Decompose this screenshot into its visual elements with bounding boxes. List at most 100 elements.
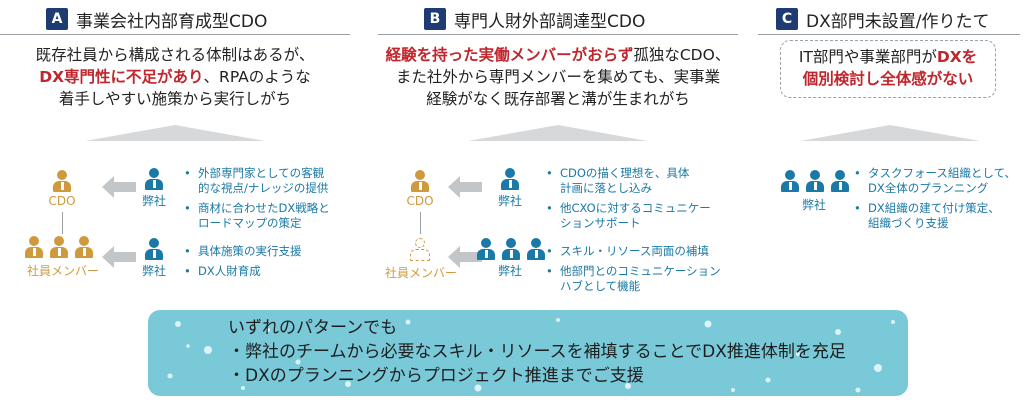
pattern-b-arrow-2	[448, 246, 482, 268]
pattern-c-header: C DX部門未設置/作りたて	[776, 6, 989, 32]
pattern-b-support2-label: 弊社	[497, 264, 522, 278]
pattern-a-badge: A	[46, 8, 68, 30]
pattern-c-description: IT部門や事業部門がDXを 個別検討し全体感がない	[780, 46, 996, 90]
pattern-b-arrow-1	[448, 176, 482, 198]
bullet-item: スキル・リソース両面の補填	[546, 244, 721, 259]
pattern-a: A 事業会社内部育成型CDO 既存社員から構成される体制はあるが、 DX専門性に…	[0, 0, 350, 300]
pattern-b-members-ghost-icon	[409, 238, 431, 266]
pattern-a-members-label: 社員メンバー	[26, 264, 99, 278]
pattern-a-desc-line2: DX専門性に不足があり、RPAのような	[0, 66, 350, 88]
bullet-text: 具体施策の実行支援	[198, 244, 302, 258]
person-icon	[24, 236, 44, 258]
pattern-c-rule	[758, 34, 1020, 35]
pattern-b-support1-label: 弊社	[497, 194, 522, 208]
person-icon	[805, 170, 825, 192]
pattern-b-rule	[378, 34, 738, 35]
summary-line1: いずれのパターンでも	[228, 318, 398, 338]
pattern-b-pyramid	[468, 125, 648, 141]
pattern-c-pyramid	[800, 125, 980, 141]
summary-line2: ・弊社のチームから必要なスキル・リソースを補填することでDX推進体制を充足	[228, 342, 846, 362]
pattern-c-desc-line2: 個別検討し全体感がない	[802, 70, 974, 88]
pattern-a-arrow-2	[102, 246, 136, 268]
pattern-b-support2-icon	[476, 238, 546, 264]
bullet-text: タスクフォース組織として、	[868, 166, 1017, 180]
person-icon	[476, 238, 496, 260]
pattern-a-support1-icon	[144, 168, 164, 194]
pattern-b-desc-line3: 経験がなく既存部署と溝が生まれがち	[426, 90, 690, 108]
pattern-b-title: 専門人財外部調達型CDO	[454, 11, 646, 32]
bullet-text: DX組織の建て付け策定、	[868, 201, 1000, 215]
pattern-b-cdo-icon	[410, 170, 430, 196]
person-outline-icon	[409, 238, 431, 262]
pattern-b-description: 経験を持った実働メンバーがおらず孤独なCDO、 また社外から専門メンバーを集めて…	[378, 44, 738, 110]
bullet-text: 他部門とのコミュニケーション	[560, 264, 721, 278]
bullet-text: 的な視点/ナレッジの提供	[198, 181, 329, 195]
pattern-a-rule	[0, 34, 350, 35]
pattern-b-badge: B	[424, 8, 446, 30]
pattern-a-cdo-label: CDO	[48, 194, 76, 208]
bullet-item: DX人財育成	[184, 264, 302, 279]
bullet-text: ロードマップの策定	[198, 216, 302, 230]
pattern-a-support1-label: 弊社	[141, 194, 166, 208]
pattern-c-title: DX部門未設置/作りたて	[806, 11, 990, 32]
person-icon	[830, 170, 850, 192]
pattern-a-desc-red: DX専門性に不足があり	[39, 68, 204, 86]
pattern-a-desc-line1: 既存社員から構成される体制はあるが、	[35, 46, 315, 64]
person-icon	[74, 236, 94, 258]
person-icon	[526, 238, 546, 260]
pattern-c-desc-red: DXを	[936, 48, 978, 66]
person-icon	[780, 170, 800, 192]
pattern-a-title: 事業会社内部育成型CDO	[76, 11, 268, 32]
bullet-text: DX人財育成	[198, 264, 261, 278]
pattern-c-desc-line1: IT部門や事業部門がDXを	[780, 46, 996, 68]
pattern-a-bullets2: 具体施策の実行支援 DX人財育成	[184, 244, 302, 284]
pattern-c-support-label: 弊社	[801, 198, 826, 212]
pattern-c-badge: C	[776, 8, 798, 30]
pattern-a-arrow-1	[102, 176, 136, 198]
bullet-item: DX組織の建て付け策定、組織づくり支援	[854, 201, 1016, 231]
bullet-text: 計画に落とし込み	[560, 181, 652, 195]
pattern-c: C DX部門未設置/作りたて IT部門や事業部門がDXを 個別検討し全体感がない…	[758, 0, 1024, 300]
bullet-text: スキル・リソース両面の補填	[560, 244, 709, 258]
pattern-c-support-icon	[780, 170, 850, 196]
pattern-b-desc-red: 経験を持った実働メンバーがおらず	[385, 46, 634, 64]
bullet-item: タスクフォース組織として、DX全体のプランニング	[854, 166, 1016, 196]
summary-text: いずれのパターンでも ・弊社のチームから必要なスキル・リソースを補填することでD…	[228, 316, 846, 388]
pattern-c-desc-text: IT部門や事業部門が	[798, 48, 937, 66]
pattern-a-connector	[62, 212, 63, 234]
pattern-c-bullets: タスクフォース組織として、DX全体のプランニング DX組織の建て付け策定、組織づ…	[854, 166, 1016, 236]
person-icon	[500, 168, 520, 190]
pattern-b-desc-line2: また社外から専門メンバーを集めても、実事業	[395, 68, 721, 86]
summary-bubbles-decoration	[167, 318, 895, 393]
bullet-text: 商材に合わせたDX戦略と	[198, 201, 330, 215]
pattern-c-description-box	[780, 40, 996, 98]
pattern-b-header: B 専門人財外部調達型CDO	[424, 6, 645, 32]
person-icon	[501, 238, 521, 260]
pattern-b-support1-icon	[500, 168, 520, 194]
summary-box: いずれのパターンでも ・弊社のチームから必要なスキル・リソースを補填することでD…	[148, 310, 908, 396]
bullet-text: 組織づくり支援	[868, 216, 949, 230]
pattern-b-cdo-label: CDO	[406, 194, 434, 208]
pattern-a-desc-rest: 、RPAのような	[203, 68, 311, 86]
pattern-a-header: A 事業会社内部育成型CDO	[46, 6, 267, 32]
pattern-b-desc-line1: 経験を持った実働メンバーがおらず孤独なCDO、	[378, 44, 738, 66]
pattern-a-description: 既存社員から構成される体制はあるが、 DX専門性に不足があり、RPAのような 着…	[0, 44, 350, 110]
bullet-text: ションサポート	[560, 216, 641, 230]
pattern-a-cdo-icon	[52, 170, 72, 196]
person-icon	[410, 170, 430, 192]
pattern-a-support2-label: 弊社	[141, 264, 166, 278]
bullet-text: 他CXOに対するコミュニケー	[560, 201, 711, 215]
bullet-text: ハブとして機能	[560, 279, 641, 293]
pattern-a-pyramid	[85, 125, 265, 141]
pattern-b: B 専門人財外部調達型CDO 経験を持った実働メンバーがおらず孤独なCDO、 ま…	[378, 0, 738, 300]
person-icon	[52, 170, 72, 192]
bullet-text: 外部専門家としての客観	[198, 166, 325, 180]
